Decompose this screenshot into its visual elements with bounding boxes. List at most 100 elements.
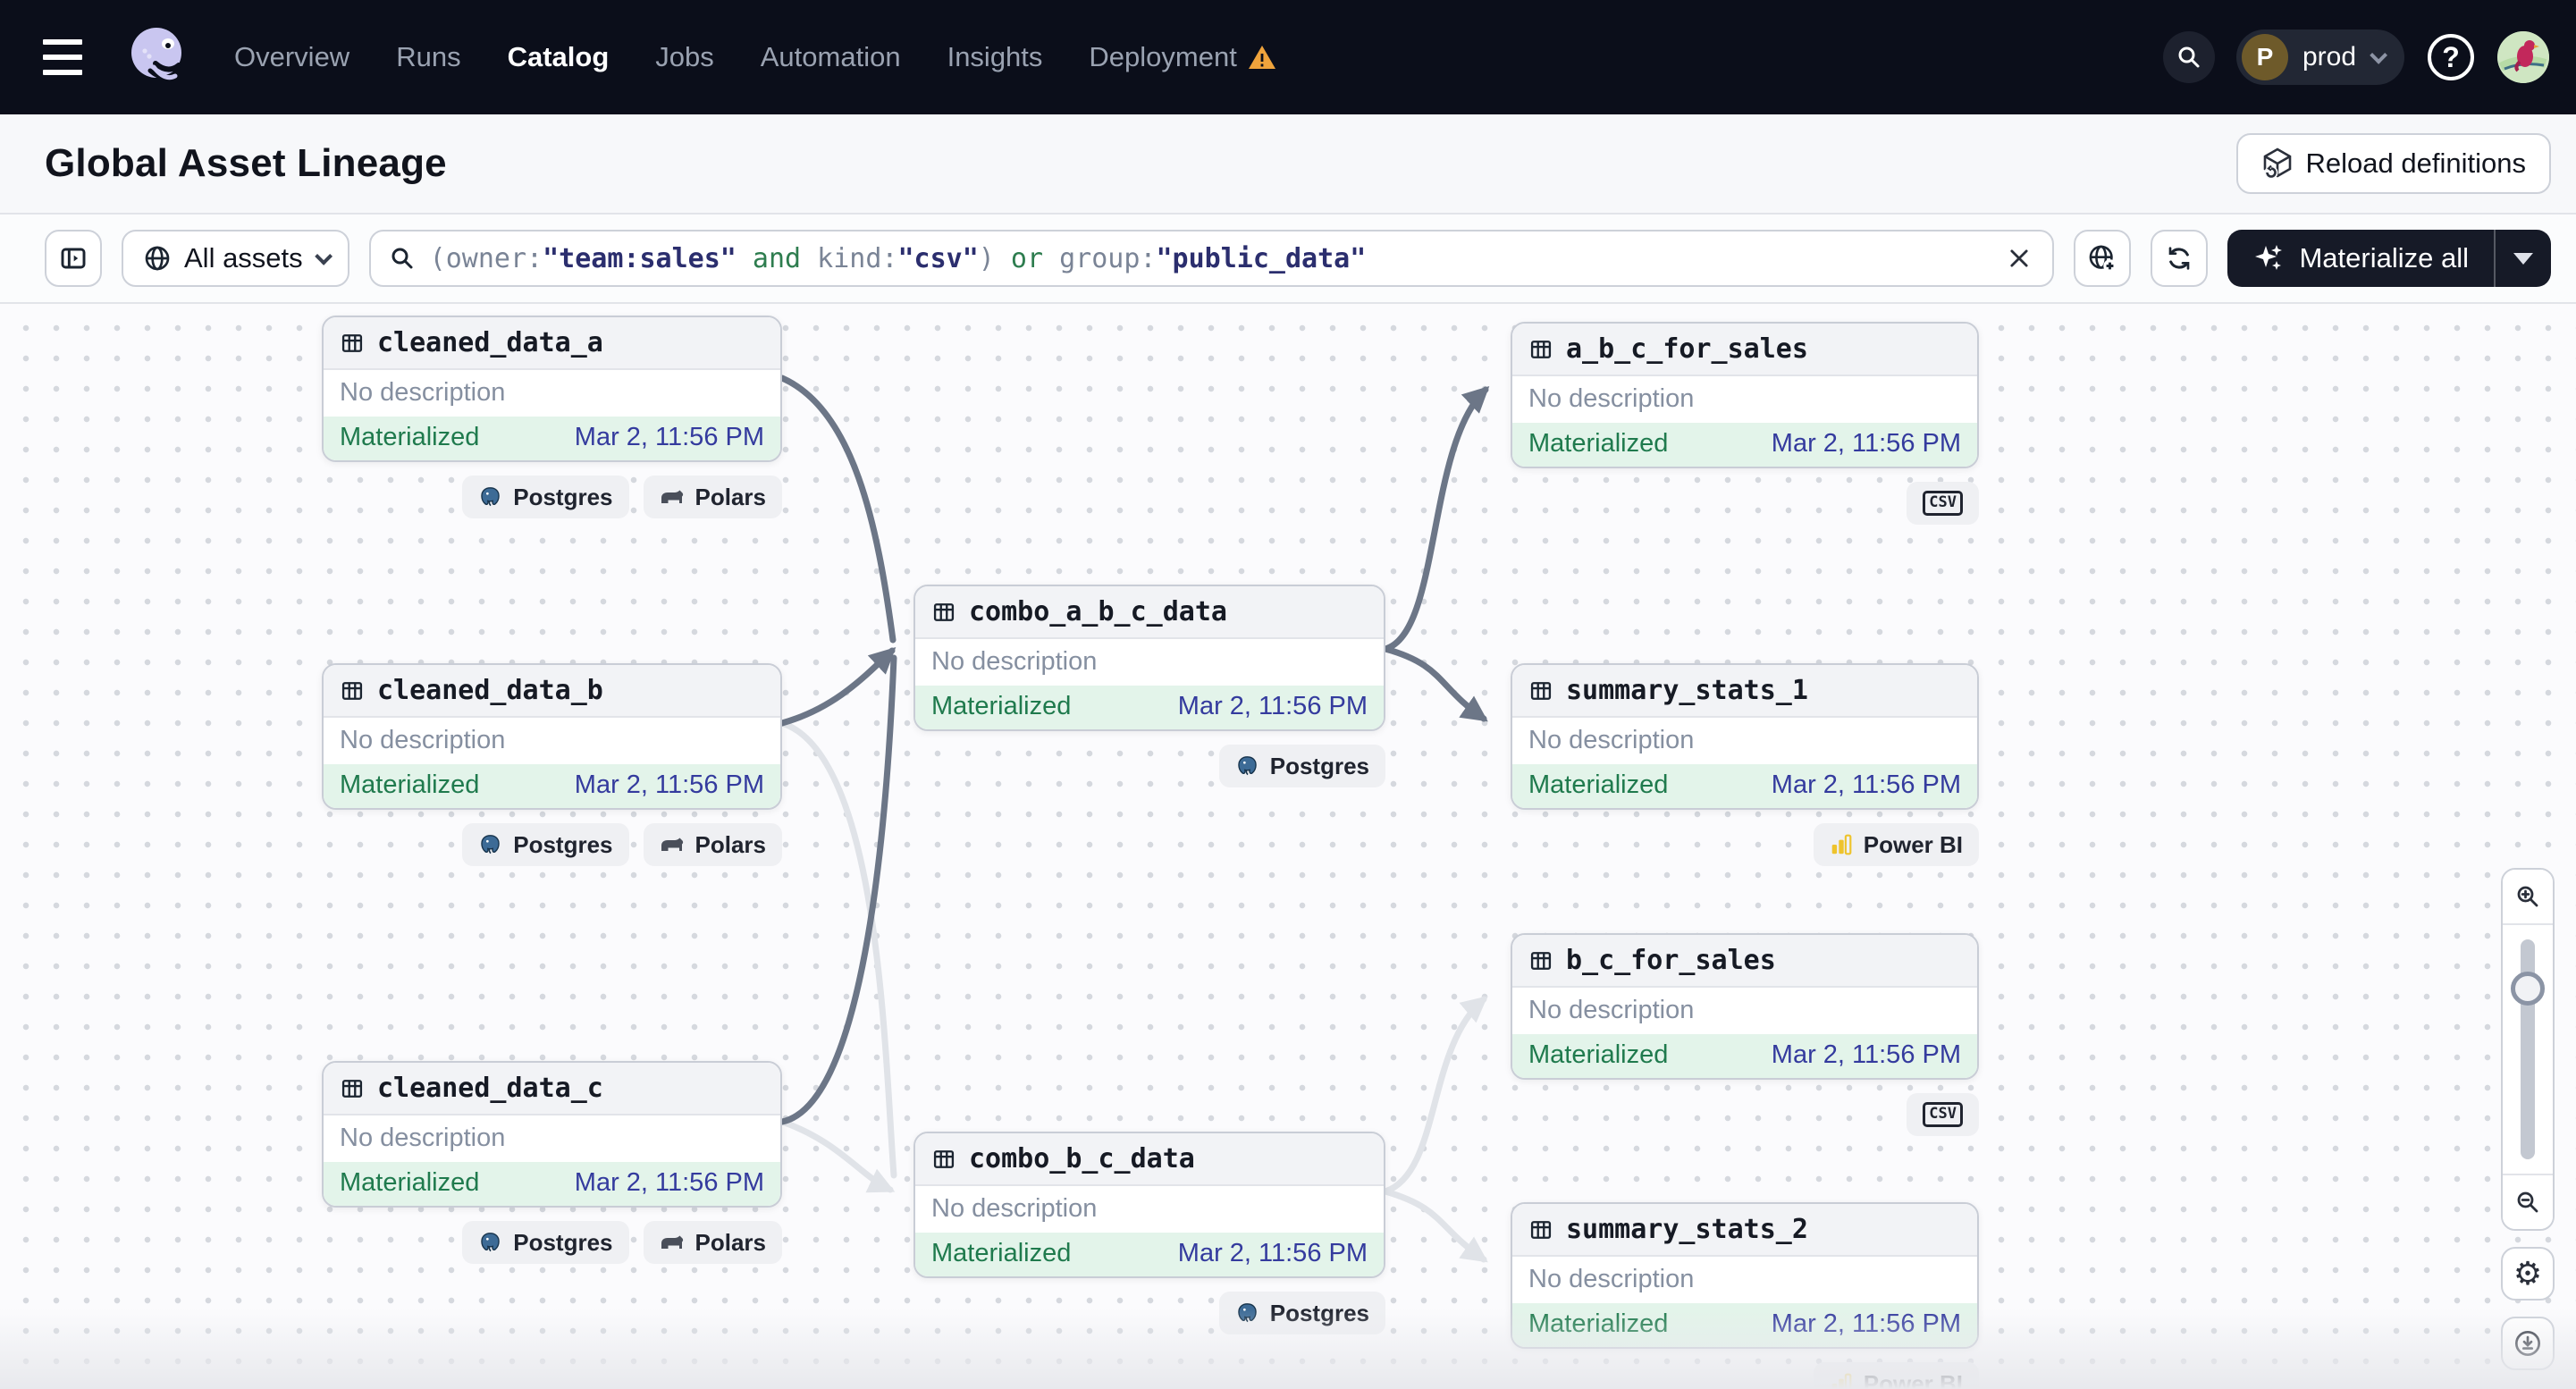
- asset-name: cleaned_data_a: [377, 327, 603, 358]
- deployment-switcher[interactable]: P prod: [2235, 29, 2404, 85]
- asset-node-a-b-c-for-sales: a_b_c_for_sales No description Materiali…: [1511, 322, 1979, 525]
- materialize-all-split-button: Materialize all: [2227, 230, 2551, 287]
- asset-name: summary_stats_1: [1566, 675, 1808, 706]
- status-badge: Materialized: [931, 692, 1072, 720]
- search-icon[interactable]: [2162, 31, 2215, 83]
- nav-item-catalog[interactable]: Catalog: [507, 41, 610, 72]
- kind-badge-postgres[interactable]: Postgres: [1218, 1292, 1385, 1334]
- asset-card[interactable]: a_b_c_for_sales No description Materiali…: [1511, 322, 1979, 468]
- asset-node-combo-a-b-c-data: combo_a_b_c_data No description Material…: [913, 585, 1385, 787]
- materialize-options-caret[interactable]: [2496, 230, 2551, 287]
- zoom-out-icon[interactable]: [2503, 1174, 2553, 1229]
- nav-item-overview[interactable]: Overview: [234, 41, 350, 72]
- download-image-icon[interactable]: [2501, 1317, 2555, 1370]
- nav-item-deployment[interactable]: Deployment: [1089, 41, 1275, 73]
- help-icon[interactable]: ?: [2428, 34, 2474, 80]
- graph-settings-icon[interactable]: ⚙: [2501, 1247, 2555, 1301]
- zoom-in-icon[interactable]: [2503, 870, 2553, 925]
- asset-node-cleaned-data-c: cleaned_data_c No description Materializ…: [322, 1061, 782, 1264]
- kind-badge-postgres[interactable]: Postgres: [462, 823, 629, 866]
- status-badge: Materialized: [1528, 1309, 1669, 1338]
- kind-badge-polars[interactable]: Polars: [643, 1221, 782, 1264]
- reload-cube-icon: [2263, 147, 2291, 180]
- divider: [2494, 230, 2496, 287]
- nav-item-jobs[interactable]: Jobs: [655, 41, 714, 72]
- status-badge: Materialized: [1528, 770, 1669, 799]
- page-title: Global Asset Lineage: [45, 141, 447, 185]
- table-icon: [1530, 1220, 1552, 1239]
- refresh-icon[interactable]: [2151, 230, 2209, 287]
- materialize-all-button[interactable]: Materialize all: [2227, 230, 2494, 287]
- clear-search-icon[interactable]: [1995, 234, 2043, 282]
- table-icon: [1530, 951, 1552, 970]
- postgres-icon: [481, 834, 500, 854]
- asset-description: No description: [1528, 1265, 1695, 1293]
- dagster-logo-icon[interactable]: [129, 24, 186, 91]
- kind-badge-powerbi[interactable]: Power BI: [1813, 1362, 1979, 1389]
- kind-badge-polars[interactable]: Polars: [643, 823, 782, 866]
- materialization-timestamp: Mar 2, 11:56 PM: [1771, 770, 1961, 799]
- asset-description: No description: [340, 378, 506, 407]
- asset-name: a_b_c_for_sales: [1566, 333, 1808, 365]
- kind-badge-powerbi[interactable]: Power BI: [1813, 823, 1979, 866]
- postgres-icon: [1237, 755, 1257, 775]
- asset-node-cleaned-data-b: cleaned_data_b No description Materializ…: [322, 663, 782, 866]
- asset-description: No description: [1528, 726, 1695, 754]
- asset-card[interactable]: combo_b_c_data No description Materializ…: [913, 1132, 1385, 1278]
- asset-card[interactable]: summary_stats_1 No description Materiali…: [1511, 663, 1979, 810]
- menu-icon[interactable]: [43, 26, 105, 88]
- asset-card[interactable]: summary_stats_2 No description Materiali…: [1511, 1202, 1979, 1349]
- new-catalog-view-icon[interactable]: [2074, 230, 2132, 287]
- lineage-toolbar: All assets (owner:"team:sales" and kind:…: [0, 215, 2576, 304]
- kind-badge-polars[interactable]: Polars: [643, 476, 782, 518]
- asset-card[interactable]: combo_a_b_c_data No description Material…: [913, 585, 1385, 731]
- csv-icon: CSV: [1923, 491, 1963, 516]
- materialization-timestamp: Mar 2, 11:56 PM: [1771, 1309, 1961, 1338]
- asset-description: No description: [340, 726, 506, 754]
- nav-links: Overview Runs Catalog Jobs Automation In…: [234, 41, 1276, 73]
- asset-name: combo_a_b_c_data: [969, 596, 1227, 627]
- zoom-slider-thumb[interactable]: [2511, 972, 2545, 1006]
- asset-scope-dropdown[interactable]: All assets: [122, 230, 349, 287]
- table-icon: [933, 602, 955, 621]
- chevron-down-icon: [314, 247, 333, 265]
- materialization-timestamp: Mar 2, 11:56 PM: [1177, 692, 1368, 720]
- sparkle-icon: [2255, 245, 2283, 270]
- asset-card[interactable]: cleaned_data_c No description Materializ…: [322, 1061, 782, 1208]
- asset-description: No description: [931, 647, 1098, 676]
- status-badge: Materialized: [340, 423, 480, 451]
- asset-node-cleaned-data-a: cleaned_data_a No description Materializ…: [322, 316, 782, 518]
- warning-icon: [1248, 46, 1275, 69]
- asset-name: combo_b_c_data: [969, 1143, 1195, 1174]
- user-avatar[interactable]: [2497, 31, 2549, 83]
- nav-item-runs[interactable]: Runs: [396, 41, 461, 72]
- asset-card[interactable]: cleaned_data_a No description Materializ…: [322, 316, 782, 462]
- kind-badge-csv[interactable]: CSV: [1907, 482, 1979, 525]
- asset-card[interactable]: b_c_for_sales No description Materialize…: [1511, 933, 1979, 1080]
- kind-badge-postgres[interactable]: Postgres: [462, 1221, 629, 1264]
- postgres-icon: [1237, 1302, 1257, 1322]
- nav-item-automation[interactable]: Automation: [760, 41, 901, 72]
- asset-node-summary-stats-1: summary_stats_1 No description Materiali…: [1511, 663, 1979, 866]
- reload-definitions-button[interactable]: Reload definitions: [2235, 133, 2551, 194]
- materialization-timestamp: Mar 2, 11:56 PM: [574, 770, 764, 799]
- polars-icon: [661, 838, 683, 851]
- kind-badge-postgres[interactable]: Postgres: [1218, 745, 1385, 787]
- kind-badge-postgres[interactable]: Postgres: [462, 476, 629, 518]
- kind-badge-csv[interactable]: CSV: [1907, 1093, 1979, 1136]
- csv-icon: CSV: [1923, 1102, 1963, 1127]
- status-badge: Materialized: [1528, 429, 1669, 458]
- polars-icon: [661, 490, 683, 503]
- zoom-slider[interactable]: [2503, 925, 2553, 1174]
- asset-name: cleaned_data_c: [377, 1073, 603, 1104]
- asset-search-input[interactable]: (owner:"team:sales" and kind:"csv") or g…: [368, 230, 2055, 287]
- status-badge: Materialized: [1528, 1040, 1669, 1069]
- table-icon: [341, 681, 363, 700]
- open-sidebar-icon[interactable]: [45, 230, 102, 287]
- asset-description: No description: [931, 1194, 1098, 1223]
- nav-item-insights[interactable]: Insights: [947, 41, 1043, 72]
- polars-icon: [661, 1235, 683, 1249]
- asset-card[interactable]: cleaned_data_b No description Materializ…: [322, 663, 782, 810]
- lineage-canvas[interactable]: cleaned_data_a No description Materializ…: [0, 304, 2576, 1389]
- asset-node-combo-b-c-data: combo_b_c_data No description Materializ…: [913, 1132, 1385, 1334]
